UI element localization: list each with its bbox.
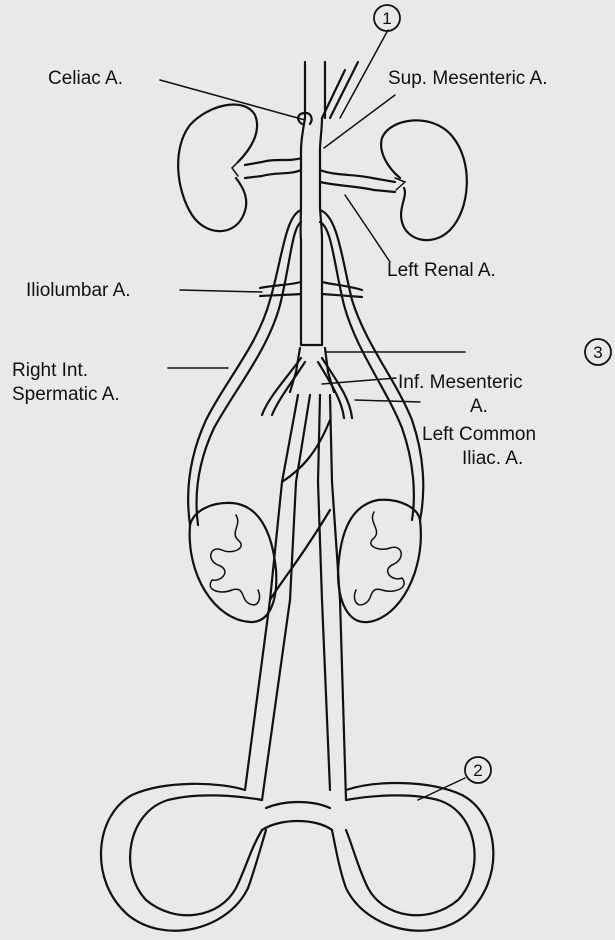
marker-2: 2 [465, 757, 491, 783]
right-testis [190, 503, 277, 622]
celiac-artery [298, 62, 358, 124]
label-celiac: Celiac A. [48, 68, 123, 89]
marker-3: 3 [585, 339, 611, 365]
left-kidney [381, 120, 467, 240]
leader-lines [160, 30, 465, 800]
label-right-int-2: Spermatic A. [12, 384, 120, 405]
left-testis [338, 500, 421, 622]
marker-2-label: 2 [473, 761, 482, 780]
label-left-common-2: Iliac. A. [462, 448, 523, 469]
marker-1-label: 1 [382, 9, 391, 28]
label-left-renal: Left Renal A. [387, 260, 496, 281]
label-left-common-1: Left Common [422, 424, 536, 445]
marker-1: 1 [374, 5, 400, 31]
marker-3-label: 3 [593, 343, 602, 362]
aorta [301, 62, 325, 345]
label-right-int-1: Right Int. [12, 360, 88, 381]
label-inf-mesenteric-1: Inf. Mesenteric [398, 372, 523, 393]
label-inf-mesenteric-2: A. [470, 396, 488, 417]
right-kidney [178, 105, 257, 232]
label-sup-mesenteric: Sup. Mesenteric A. [388, 68, 547, 89]
forceps-clamp [101, 395, 493, 931]
label-iliolumbar: Iliolumbar A. [26, 280, 131, 301]
